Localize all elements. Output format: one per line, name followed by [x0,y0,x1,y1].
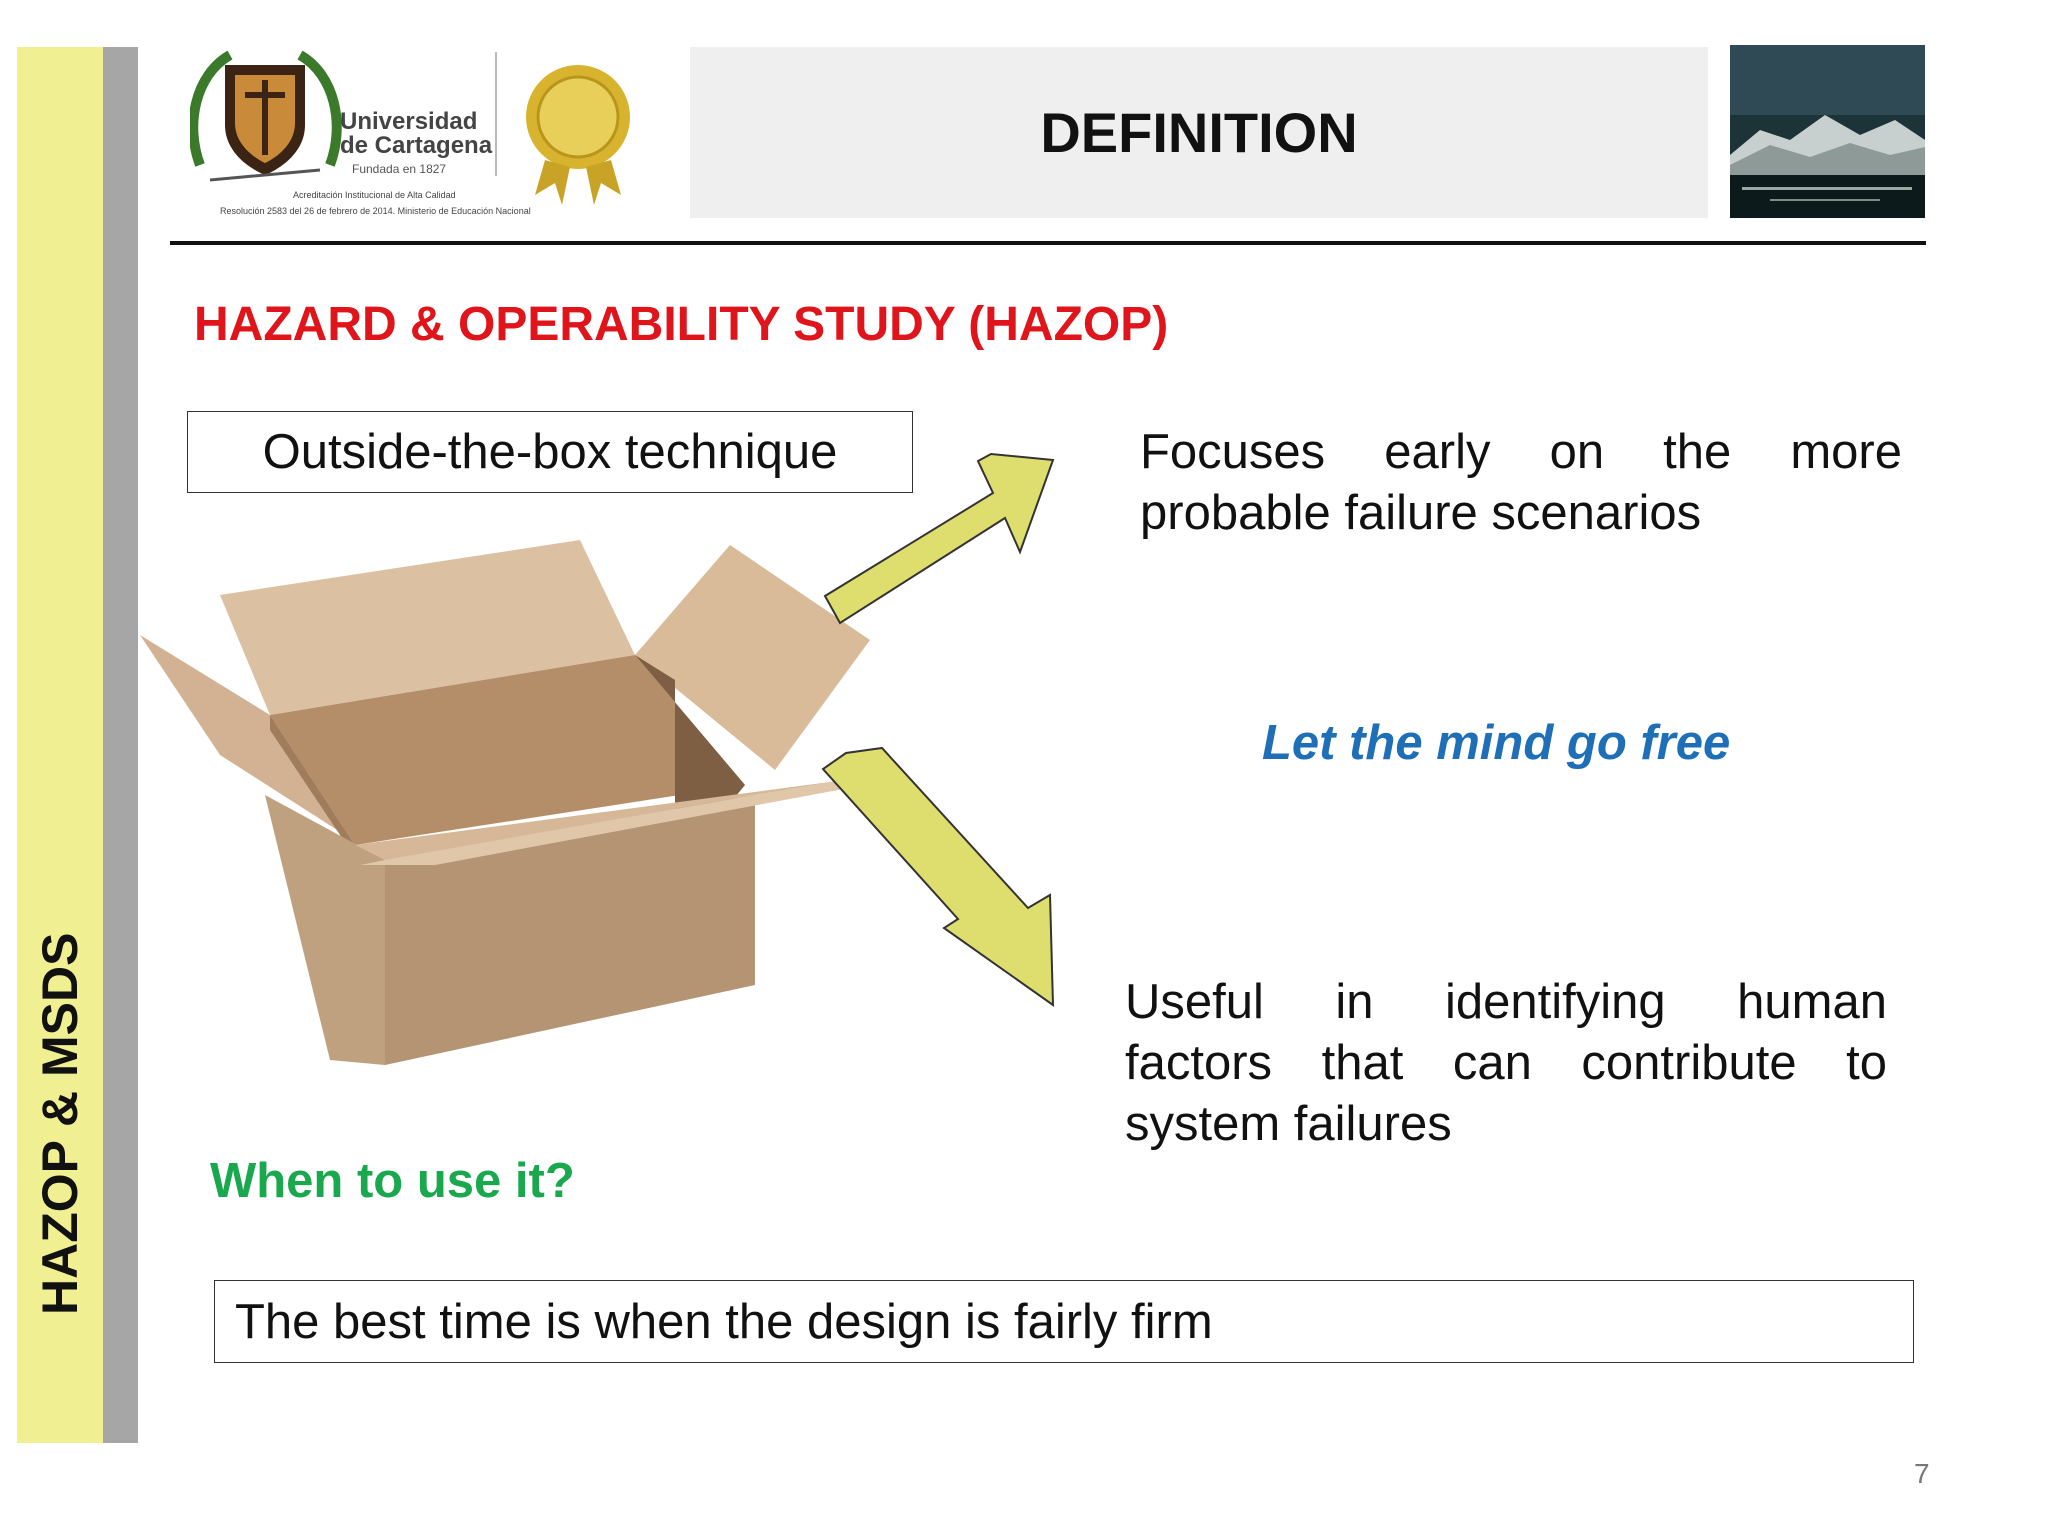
title-panel [690,47,1708,218]
page-number: 7 [1914,1458,1930,1489]
page-title: DEFINITION [1040,101,1358,164]
technique-label-box: Outside-the-box technique [187,411,913,493]
sidebar-shadow [103,47,138,1443]
answer-box: The best time is when the design is fair… [214,1280,1914,1363]
university-logo [190,50,630,205]
point-2-text: Useful in identifying human factors that… [1125,975,1887,1151]
answer-text: The best time is when the design is fair… [235,1294,1213,1349]
point-1-text: Focuses early on the more probable failu… [1140,425,1902,540]
book-cover-image [1730,45,1925,218]
question-heading: When to use it? [210,1154,575,1208]
slide-subtitle: HAZARD & OPERABILITY STUDY (HAZOP) [194,298,1169,351]
sidebar-band [17,47,103,1443]
logo-divider [495,52,497,176]
sidebar-title: HAZOP & MSDS [32,932,88,1315]
sidebar-title-container: HAZOP & MSDS [17,47,103,1443]
accreditation-line-1: Acreditación Institucional de Alta Calid… [293,190,456,200]
university-name: Universidad de Cartagena [340,108,493,159]
header-divider [170,241,1926,245]
accreditation-line-2: Resolución 2583 del 26 de febrero de 201… [220,206,531,216]
open-box-illustration [140,540,870,1065]
technique-label: Outside-the-box technique [262,425,838,479]
tagline: Let the mind go free [1262,716,1731,770]
university-founded: Fundada en 1827 [352,162,447,176]
arrows-graphic [821,452,1055,1007]
